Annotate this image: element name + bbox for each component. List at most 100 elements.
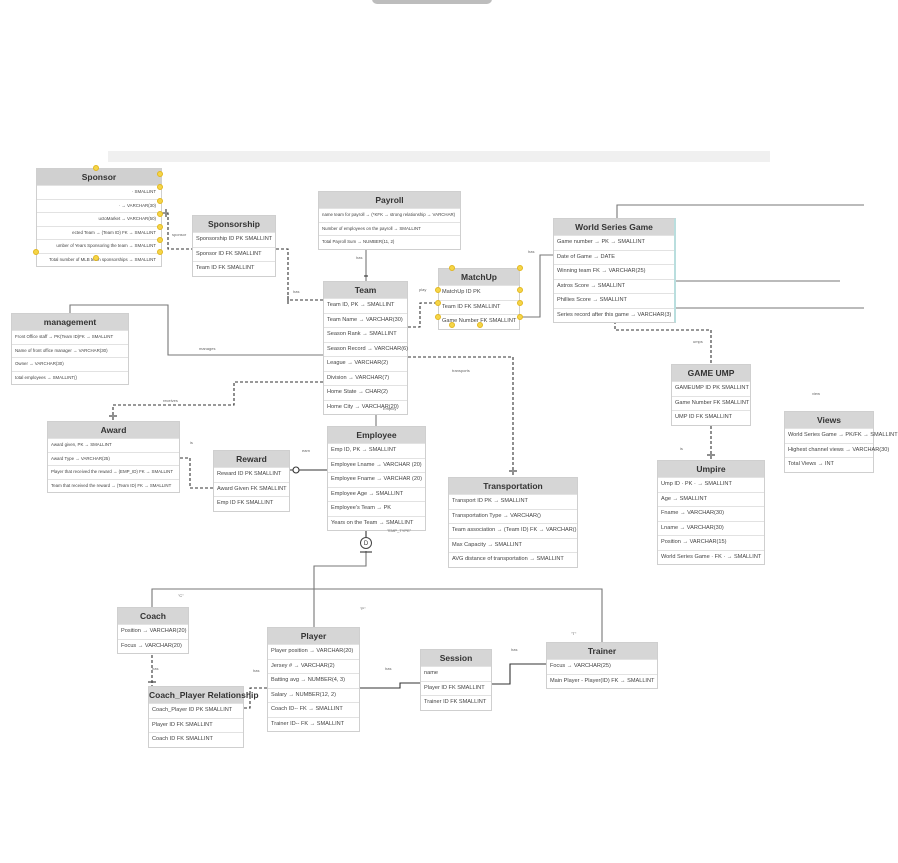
- attribute-row: Employee Fname → VARCHAR (20): [328, 472, 425, 487]
- attribute-row: GAMEUMP ID PK SMALLINT: [672, 381, 750, 396]
- resize-handle[interactable]: [517, 314, 523, 320]
- attribute-row: Employee Age → SMALLINT: [328, 486, 425, 502]
- entity-payroll[interactable]: Payroll name team for payroll → (*KFK → …: [318, 191, 461, 250]
- relationship-label: has: [152, 666, 159, 671]
- entity-coach-player-relationship[interactable]: Coach_Player Relationship Coach_Player I…: [148, 686, 259, 748]
- entity-coach[interactable]: Coach Position → VARCHAR(20) Focus → VAR…: [117, 607, 189, 654]
- attribute-row: Lname → VARCHAR(30): [658, 520, 764, 536]
- link-sponsorship-team: [276, 248, 323, 301]
- entity-title: Player: [268, 628, 359, 644]
- resize-handle[interactable]: [517, 265, 523, 271]
- resize-handle[interactable]: [517, 287, 523, 293]
- entity-award[interactable]: Award Award given, PK → SMALLINT Award T…: [47, 421, 180, 493]
- attribute-row: Reward ID PK SMALLINT: [214, 467, 289, 482]
- attribute-row: Team Name → VARCHAR(30): [324, 312, 407, 328]
- attribute-row: Batting avg → NUMBER(4, 3): [268, 673, 359, 688]
- entity-title: Reward: [214, 451, 289, 467]
- relationship-label: manages: [199, 346, 216, 351]
- resize-handle[interactable]: [517, 300, 523, 306]
- attribute-row: Award given, PK → SMALLINT: [48, 438, 179, 452]
- resize-handle[interactable]: [157, 184, 163, 190]
- entity-game-ump[interactable]: GAME UMP GAMEUMP ID PK SMALLINT Game Num…: [671, 364, 751, 426]
- resize-handle[interactable]: [93, 255, 99, 261]
- attribute-row: World Series Game → PK/FK → SMALLINT: [785, 428, 898, 443]
- resize-handle[interactable]: [449, 322, 455, 328]
- link-wsg-right-1: [616, 204, 864, 218]
- entity-title: Coach_Player Relationship: [149, 687, 259, 703]
- relationship-label: transports: [452, 368, 470, 373]
- entity-title: management: [12, 314, 128, 330]
- attribute-row: Home State → CHAR(2): [324, 385, 407, 400]
- resize-handle[interactable]: [477, 322, 483, 328]
- entity-reward[interactable]: Reward Reward ID PK SMALLINT Award Given…: [213, 450, 290, 512]
- attribute-row: Trainer ID FK SMALLINT: [421, 695, 491, 710]
- attribute-row: World Series Game · FK · → SMALLINT: [658, 549, 764, 565]
- guide-band: [108, 151, 770, 162]
- attribute-row: Winning team FK → VARCHAR(25): [554, 264, 674, 279]
- relationship-label: is: [190, 440, 193, 445]
- entity-world-series-game[interactable]: World Series Game Game number → PK → SMA…: [553, 218, 676, 323]
- attribute-row: Season Rank → SMALLINT: [324, 327, 407, 342]
- attribute-row: total employees → SMALLINT(): [12, 370, 128, 385]
- diagram-canvas: D Sponsor · SMALLINT · → VARCHAR(30) uct…: [11, 0, 898, 748]
- attribute-row: Focus → VARCHAR(25): [547, 659, 657, 674]
- entity-matchup[interactable]: MatchUp MatchUp ID PK Team ID FK SMALLIN…: [438, 268, 520, 330]
- resize-handle[interactable]: [157, 211, 163, 217]
- entity-title: Session: [421, 650, 491, 666]
- entity-team[interactable]: Team Team ID, PK → SMALLINT Team Name → …: [323, 281, 408, 415]
- attribute-row: Coach ID FK SMALLINT: [149, 732, 243, 747]
- relationship-label: has: [528, 249, 535, 254]
- link-sponsor-sponsorship: [162, 212, 192, 250]
- resize-handle[interactable]: [33, 249, 39, 255]
- attribute-row: Team that received the reward → (Team ID…: [48, 478, 179, 493]
- attribute-row: Phillies Score → SMALLINT: [554, 293, 674, 308]
- entity-management[interactable]: management Front Office staff → PK(Team …: [11, 313, 129, 385]
- attribute-row: Team ID, PK → SMALLINT: [324, 298, 407, 313]
- resize-handle[interactable]: [449, 265, 455, 271]
- attribute-row: Salary → NUMBER(12, 2): [268, 687, 359, 703]
- relationship-label: play: [419, 287, 427, 292]
- entity-sponsorship[interactable]: Sponsorship Sponsorship ID PK SMALLINT S…: [192, 215, 276, 277]
- entity-title: Coach: [118, 608, 188, 624]
- attribute-row: Employee Lname → VARCHAR (20): [328, 457, 425, 473]
- resize-handle[interactable]: [157, 224, 163, 230]
- scroll-indicator[interactable]: [372, 0, 492, 4]
- relationship-label: "P": [360, 606, 366, 611]
- link-matchup-wsg: [520, 254, 553, 318]
- entity-employee[interactable]: Employee Emp ID, PK → SMALLINT Employee …: [327, 426, 426, 531]
- resize-handle[interactable]: [435, 300, 441, 306]
- attribute-row: Total Payroll Sum → NUMBER(11, 2): [319, 235, 460, 249]
- relationship-label: "T": [571, 631, 577, 636]
- entity-player[interactable]: Player Player position → VARCHAR(20) Jer…: [267, 627, 360, 732]
- entity-session[interactable]: Session name Player ID FK SMALLINT Train…: [420, 649, 492, 711]
- entity-transportation[interactable]: Transportation Transport ID PK → SMALLIN…: [448, 477, 578, 568]
- attribute-row: Position → VARCHAR(15): [658, 535, 764, 550]
- entity-title: Team: [324, 282, 407, 298]
- resize-handle[interactable]: [157, 171, 163, 177]
- attribute-row: Player ID FK SMALLINT: [421, 680, 491, 696]
- resize-handle[interactable]: [157, 249, 163, 255]
- resize-handle[interactable]: [157, 198, 163, 204]
- relationship-lines: [69, 204, 864, 709]
- entity-sponsor[interactable]: Sponsor · SMALLINT · → VARCHAR(30) uctoM…: [36, 168, 162, 267]
- entity-title: Views: [785, 412, 873, 428]
- relationship-label: has: [356, 255, 363, 260]
- attribute-row: Fname → VARCHAR(30): [658, 506, 764, 521]
- resize-handle[interactable]: [93, 165, 99, 171]
- attribute-row: Employee's Team → PK: [328, 501, 425, 516]
- resize-handle[interactable]: [435, 314, 441, 320]
- attribute-row: Age → SMALLINT: [658, 491, 764, 507]
- resize-handle[interactable]: [157, 237, 163, 243]
- disjoint-symbol[interactable]: D: [360, 537, 372, 549]
- entity-umpire[interactable]: Umpire Ump ID · PK · → SMALLINT Age → SM…: [657, 460, 765, 565]
- entity-views[interactable]: Views World Series Game → PK/FK → SMALLI…: [784, 411, 898, 473]
- entity-title: Employee: [328, 427, 425, 443]
- entity-title: GAME UMP: [672, 365, 750, 381]
- attribute-row: Max Capacity → SMALLINT: [449, 537, 577, 553]
- attribute-row: Trainer ID-- FK → SMALLINT: [268, 716, 359, 732]
- resize-handle[interactable]: [435, 287, 441, 293]
- entity-trainer[interactable]: Trainer Focus → VARCHAR(25) Main Player …: [546, 642, 658, 689]
- attribute-row: Home City → VARCHAR(20): [324, 399, 407, 415]
- entity-title: MatchUp: [439, 269, 519, 285]
- relationship-label: "C": [178, 593, 184, 598]
